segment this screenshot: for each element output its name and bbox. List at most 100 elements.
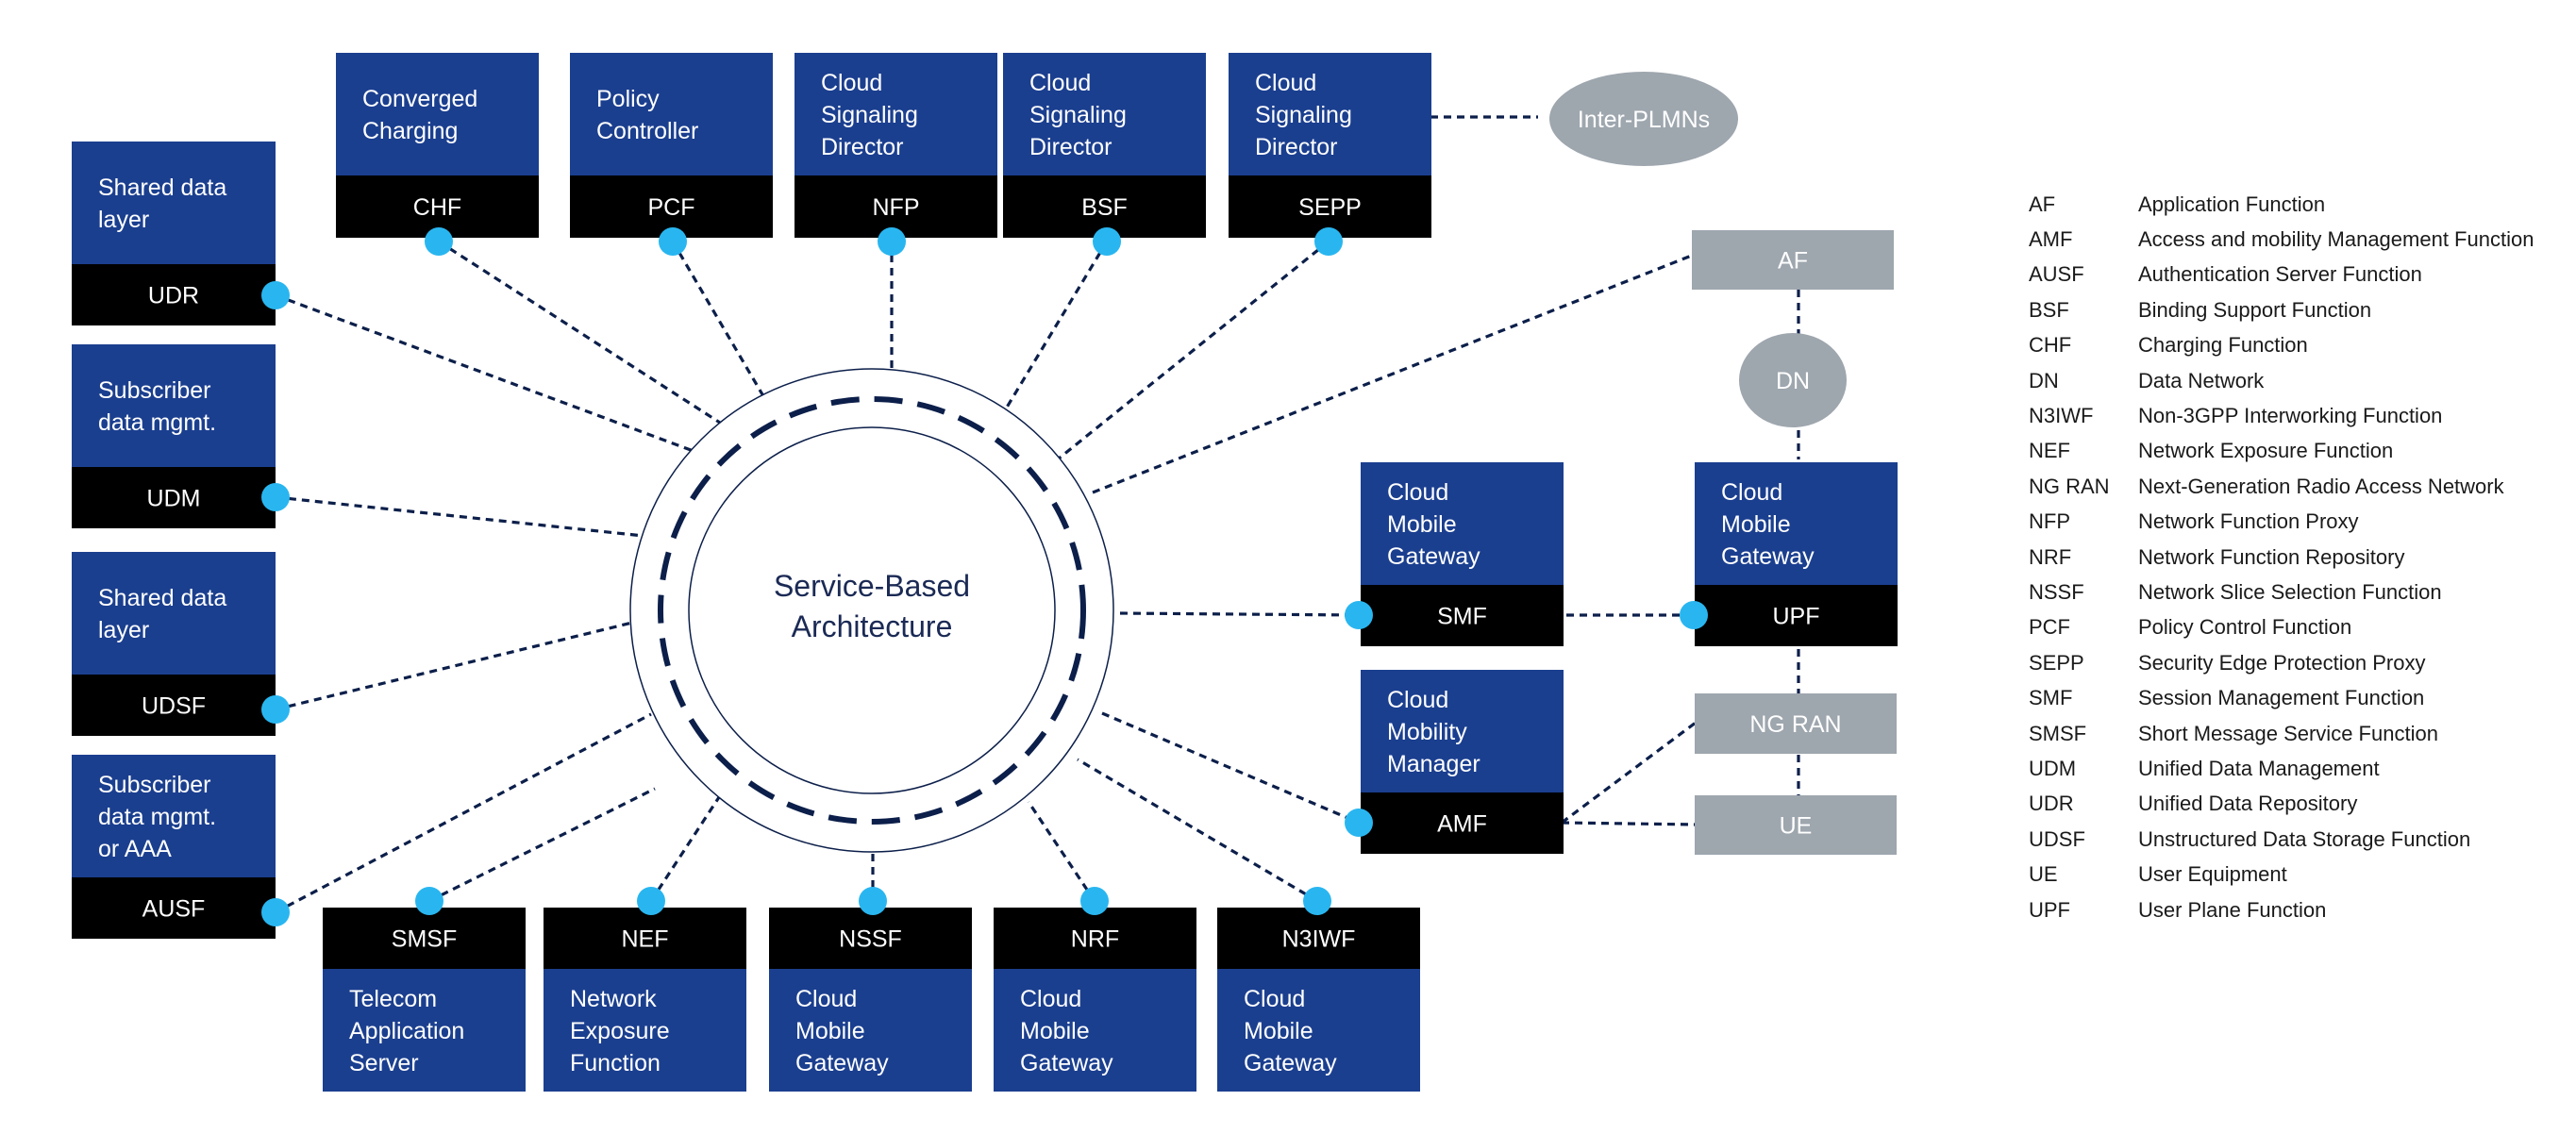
node-description-box [72,552,276,675]
node-abbr-bar [1695,585,1898,646]
node-description-box [570,53,773,175]
node-abbr-label: AUSF [142,896,206,923]
dot-bsf [1093,227,1121,256]
node-description-box [544,969,746,1092]
legend-abbr: NG RAN [2029,474,2110,498]
legend-description: Unstructured Data Storage Function [2138,826,2471,851]
legend-row: DN Data Network [2029,363,2557,398]
node-abbr-bar [1361,792,1564,854]
legend-abbr: CHF [2029,333,2072,358]
legend-description: Policy Control Function [2138,615,2352,640]
line-sepp [1057,240,1330,460]
legend-abbr: SMSF [2029,721,2087,745]
node-description-line: Director [821,134,904,160]
legend-description: Data Network [2138,368,2265,392]
legend-abbr: DN [2029,368,2059,392]
node-ng-ran: NG RAN [1695,693,1897,754]
dot-n3iwf [1303,887,1331,915]
node-description-line: Cloud [1387,687,1448,713]
node-abbr-bar [1229,175,1431,238]
node-description-line: Cloud [1020,986,1081,1012]
legend-abbr: AUSF [2029,262,2084,287]
legend-description: Network Function Proxy [2138,509,2359,534]
legend-description: Network Exposure Function [2138,439,2394,463]
node-description-box [769,969,972,1092]
node-description-box [72,755,276,877]
legend-abbr: NRF [2029,544,2072,569]
line-smsf [428,787,656,903]
connector-lines [275,115,1800,914]
dot-smsf [415,887,443,915]
line-amf-ngran [1561,721,1697,825]
node-abbr-bar [1361,585,1564,646]
node-description-line: Subscriber [98,377,211,404]
legend-abbr: SMF [2029,686,2073,710]
node-description-line: Gateway [1020,1050,1113,1076]
node-description-line: Converged [362,86,477,112]
legend-abbr: UPF [2029,897,2070,922]
node-abbr-label: NEF [622,926,669,953]
dot-nssf [859,887,887,915]
node-description-line: Mobile [1721,511,1791,538]
legend-abbr: PCF [2029,615,2070,640]
node-abbr-label: NRF [1071,926,1119,953]
dot-udm [261,483,290,511]
node-abbr-bar [72,467,276,528]
node-description-line: Application [349,1018,464,1044]
node-af-label: AF [1778,248,1808,275]
node-description-line: Cloud [1387,479,1448,506]
dot-upf [1680,601,1708,629]
legend-description: Network Function Repository [2138,544,2405,569]
node-abbr-label: SEPP [1298,194,1362,221]
line-amf-ue [1561,821,1697,826]
dot-nfp [878,227,906,256]
node-description-line: Cloud [1255,70,1316,96]
legend-row: N3IWF Non-3GPP Interworking Function [2029,398,2557,433]
node-description-line: Mobile [1020,1018,1090,1044]
node-abbr-label: SMF [1437,604,1487,630]
node-description-line: Mobility [1387,719,1467,745]
legend-row: PCF Policy Control Function [2029,610,2557,645]
node-abbr-bar [994,908,1196,969]
legend-description: Network Slice Selection Function [2138,579,2442,604]
node-description-box [1361,462,1564,585]
node-inter-plmns-label: Inter-PLMNs [1578,107,1710,133]
legend-abbr: N3IWF [2029,404,2094,428]
node-ng-ran-box [1695,693,1897,754]
node-ng-ran-label: NG RAN [1749,711,1841,738]
line-nrf [1027,801,1096,902]
legend-description: Binding Support Function [2138,297,2372,322]
node-description-line: Shared data [98,175,226,201]
node-ue-label: UE [1780,813,1813,840]
legend-abbr: UDSF [2029,826,2085,851]
node-description-box [336,53,539,175]
node-description-line: layer [98,207,149,233]
node-abbr-label: AMF [1437,811,1487,838]
node-description-line: Cloud [821,70,882,96]
legend-description: Unified Data Repository [2138,792,2358,816]
node-description-line: Subscriber [98,772,211,798]
node-description-line: Charging [362,118,458,144]
legend-abbr: NSSF [2029,579,2084,604]
node-dn-label: DN [1776,368,1810,394]
node-abbr-bar [1217,908,1420,969]
node-description-box [72,142,276,264]
legend-description: Non-3GPP Interworking Function [2138,404,2443,428]
dot-sepp [1314,227,1343,256]
node-abbr-bar [323,908,526,969]
legend-description: Short Message Service Function [2138,721,2438,745]
